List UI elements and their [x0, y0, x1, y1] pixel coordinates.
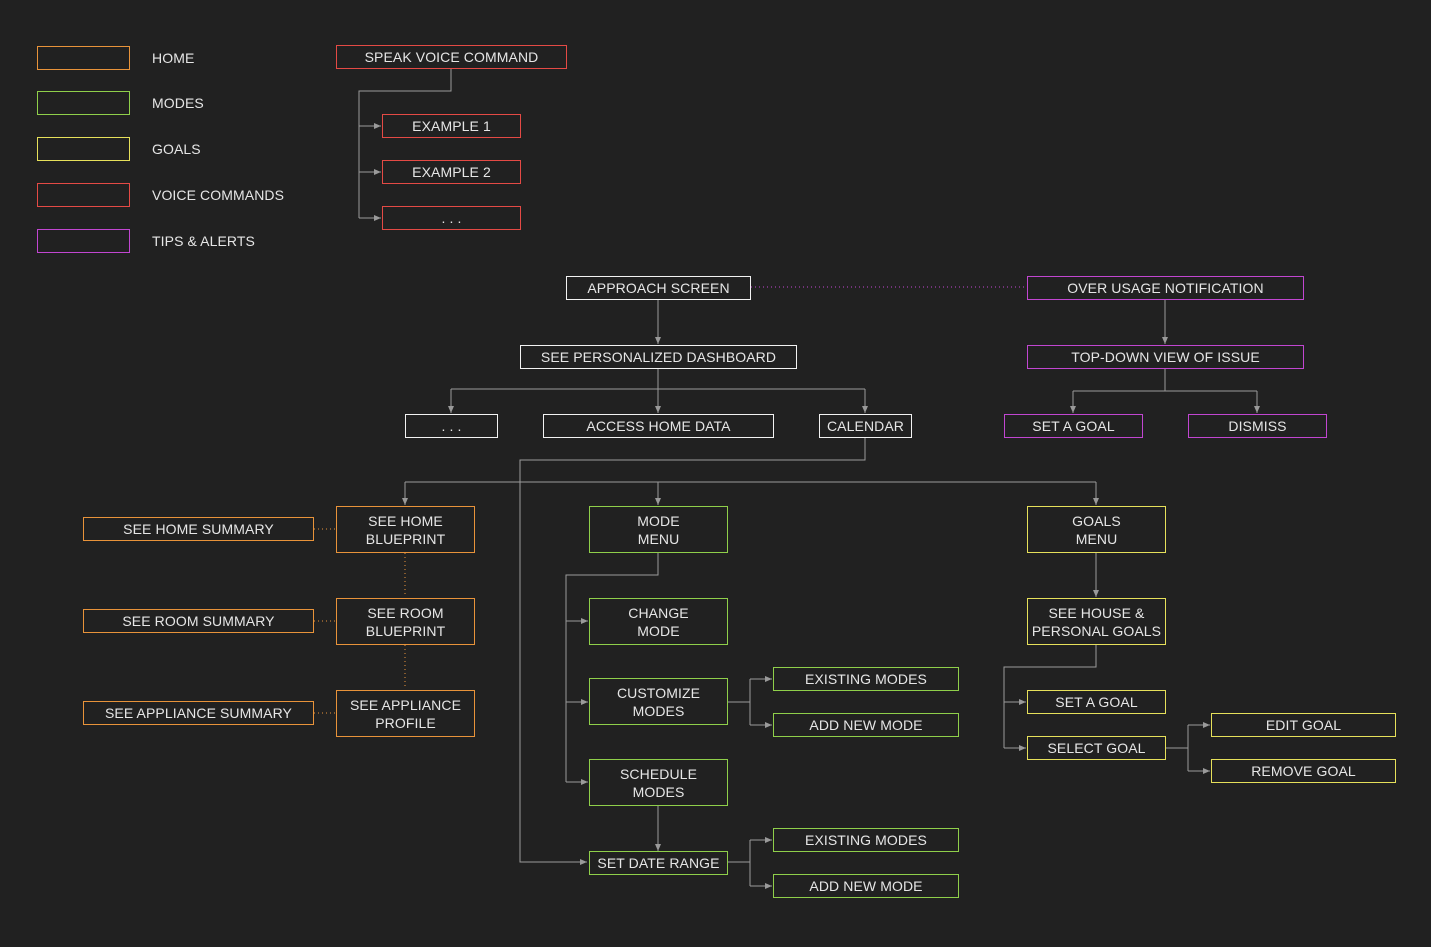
- legend-swatch-home: [37, 46, 130, 70]
- node-voice-more: . . .: [382, 206, 521, 230]
- node-speak-voice-command: SPEAK VOICE COMMAND: [336, 45, 567, 69]
- node-dismiss: DISMISS: [1188, 414, 1327, 438]
- legend-swatch-goals: [37, 137, 130, 161]
- node-set-date-range: SET DATE RANGE: [589, 851, 728, 875]
- node-add-new-mode-1: ADD NEW MODE: [773, 713, 959, 737]
- node-over-usage-notification: OVER USAGE NOTIFICATION: [1027, 276, 1304, 300]
- connector-daterange-trunk: [728, 840, 751, 886]
- node-access-home-data: ACCESS HOME DATA: [543, 414, 774, 438]
- node-top-down-view: TOP-DOWN VIEW OF ISSUE: [1027, 345, 1304, 369]
- node-tips-set-goal: SET A GOAL: [1004, 414, 1143, 438]
- connector-voice-trunk: [358, 68, 452, 218]
- node-add-new-mode-2: ADD NEW MODE: [773, 874, 959, 898]
- node-see-home-summary: SEE HOME SUMMARY: [83, 517, 314, 541]
- legend-swatch-voice: [37, 183, 130, 207]
- connector-select-trunk: [1166, 725, 1189, 771]
- node-see-appliance-summary: SEE APPLIANCE SUMMARY: [83, 701, 314, 725]
- connector-house-goals-trunk: [1003, 645, 1097, 748]
- node-existing-modes-1: EXISTING MODES: [773, 667, 959, 691]
- node-see-room-summary: SEE ROOM SUMMARY: [83, 609, 314, 633]
- node-existing-modes-2: EXISTING MODES: [773, 828, 959, 852]
- node-goals-menu: GOALS MENU: [1027, 506, 1166, 553]
- legend-label-voice: VOICE COMMANDS: [152, 187, 285, 203]
- node-example-2: EXAMPLE 2: [382, 160, 521, 184]
- connector-mode-menu-trunk: [565, 553, 659, 782]
- legend-label-modes: MODES: [152, 95, 204, 111]
- node-remove-goal: REMOVE GOAL: [1211, 759, 1396, 783]
- node-customize-modes: CUSTOMIZE MODES: [589, 678, 728, 725]
- connector-calendar-trunk: [519, 437, 866, 865]
- node-goals-set-goal: SET A GOAL: [1027, 690, 1166, 714]
- node-see-appliance-profile: SEE APPLIANCE PROFILE: [336, 690, 475, 737]
- legend-label-home: HOME: [152, 50, 195, 66]
- node-change-mode: CHANGE MODE: [589, 598, 728, 645]
- legend-swatch-modes: [37, 91, 130, 115]
- node-schedule-modes: SCHEDULE MODES: [589, 759, 728, 806]
- node-see-room-blueprint: SEE ROOM BLUEPRINT: [336, 598, 475, 645]
- connector-topdown-trunk: [1073, 368, 1257, 392]
- node-example-1: EXAMPLE 1: [382, 114, 521, 138]
- connector-dashboard-trunk: [451, 368, 865, 390]
- node-dashboard-more: . . .: [405, 414, 498, 438]
- node-select-goal: SELECT GOAL: [1027, 736, 1166, 760]
- connector-customize-trunk: [728, 679, 751, 725]
- node-see-house-personal-goals: SEE HOUSE & PERSONAL GOALS: [1027, 598, 1166, 645]
- legend-label-tips: TIPS & ALERTS: [152, 233, 255, 249]
- node-calendar: CALENDAR: [819, 414, 912, 438]
- node-edit-goal: EDIT GOAL: [1211, 713, 1396, 737]
- node-approach-screen: APPROACH SCREEN: [566, 276, 751, 300]
- node-see-home-blueprint: SEE HOME BLUEPRINT: [336, 506, 475, 553]
- node-see-personalized-dashboard: SEE PERSONALIZED DASHBOARD: [520, 345, 797, 369]
- legend-swatch-tips: [37, 229, 130, 253]
- node-mode-menu: MODE MENU: [589, 506, 728, 553]
- legend-label-goals: GOALS: [152, 141, 201, 157]
